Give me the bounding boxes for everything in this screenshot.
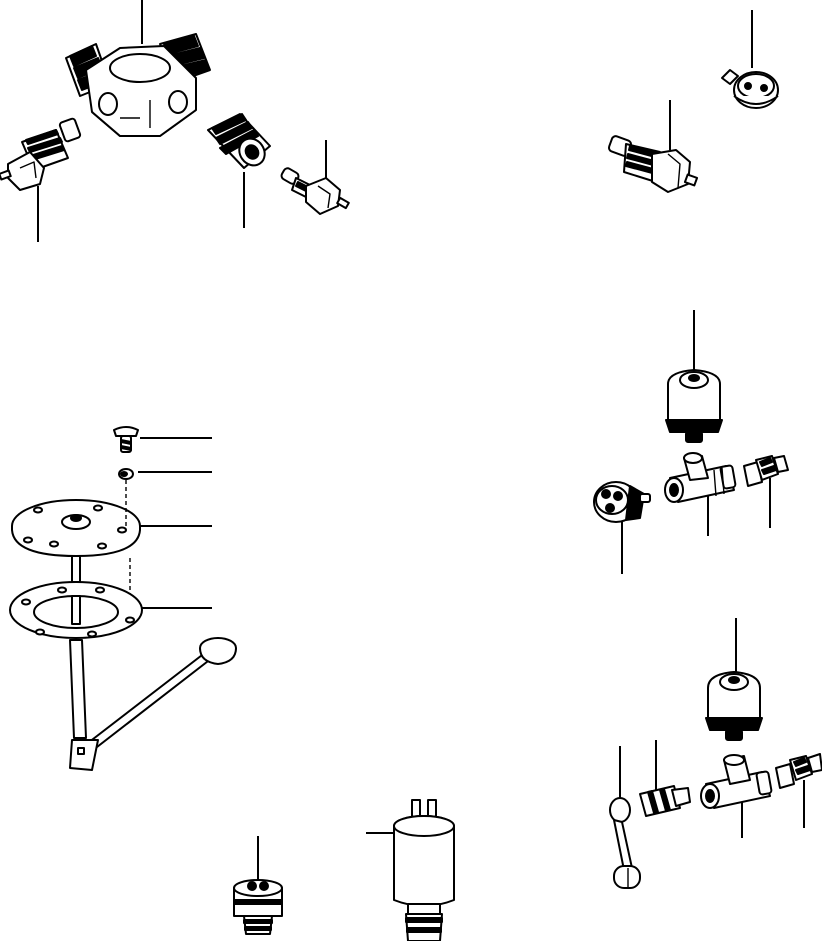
two-pin-sensor-cap xyxy=(721,69,779,109)
wire-link xyxy=(609,797,641,889)
hose-adapter-upper xyxy=(743,455,789,487)
tee-fitting-upper xyxy=(664,452,737,503)
hose-adapter-lower xyxy=(775,753,822,789)
pressure-switch-lower xyxy=(705,671,763,741)
fuel-level-gauge-assembly xyxy=(9,426,237,771)
four-way-fitting xyxy=(65,33,211,137)
union-adapter xyxy=(639,785,691,817)
gauge-gasket xyxy=(9,581,143,639)
pressure-switch-upper xyxy=(665,369,723,443)
temperature-sensor-left xyxy=(0,117,82,191)
round-connector xyxy=(593,481,651,523)
threaded-adapter xyxy=(207,113,271,169)
temperature-sensor-right xyxy=(607,135,699,193)
leader-lines xyxy=(37,0,805,884)
small-sender-upper xyxy=(280,167,350,215)
small-pressure-switch xyxy=(233,879,283,935)
cylindrical-pressure-switch xyxy=(393,799,455,941)
tee-fitting-lower xyxy=(700,754,773,809)
